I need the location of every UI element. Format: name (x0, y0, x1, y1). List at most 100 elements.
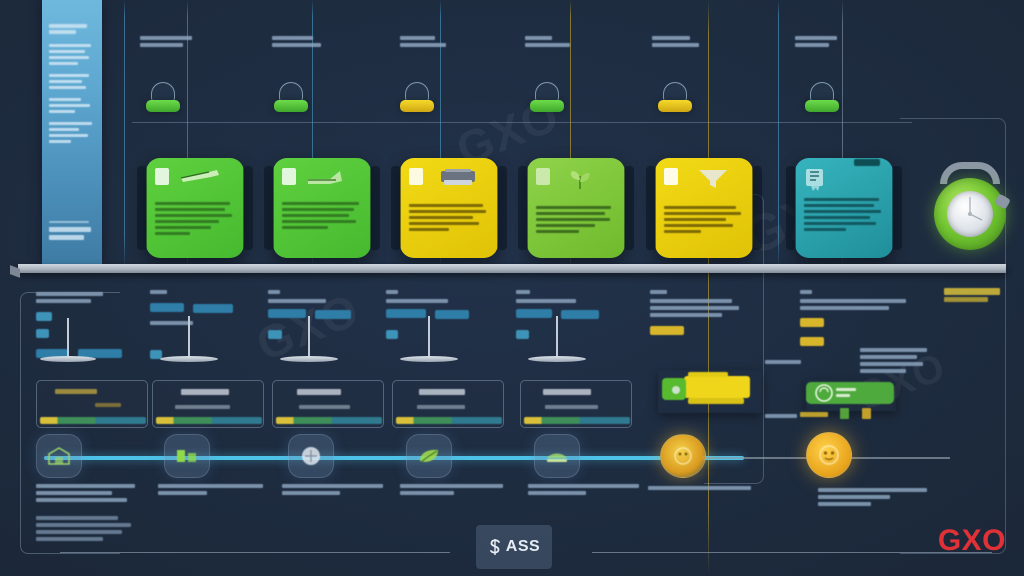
node-package[interactable] (288, 434, 334, 478)
stand-pole (67, 318, 69, 358)
card-inbound[interactable] (137, 158, 253, 258)
bottom-frame-left (60, 552, 450, 553)
card-shadow-right (243, 166, 253, 250)
status-tag (386, 308, 426, 318)
detail-group[interactable] (150, 290, 270, 364)
corner-label (944, 288, 1000, 302)
status-tag (386, 329, 398, 339)
document-icon (155, 168, 169, 185)
milestone-marker[interactable] (400, 82, 434, 112)
stand-base (160, 356, 218, 362)
warehouse-icon (37, 435, 81, 477)
status-tag (36, 349, 68, 359)
dome-icon (151, 82, 175, 101)
card-shadow-right (624, 166, 634, 250)
card-shadow-left (137, 166, 147, 250)
detail-group[interactable] (386, 290, 506, 342)
stand-pole (556, 316, 558, 358)
card-shadow-right (892, 166, 902, 250)
legend-footer (49, 221, 95, 240)
milestone-marker[interactable] (530, 82, 564, 112)
status-tag (516, 308, 552, 318)
node-caption (528, 484, 644, 498)
card-packing[interactable] (646, 158, 762, 258)
inventory-icon (165, 435, 209, 477)
status-tag (150, 350, 162, 360)
card-shadow-left (646, 166, 656, 250)
detail-group[interactable] (516, 290, 636, 342)
legend-heading (49, 24, 95, 34)
detail-group[interactable] (268, 290, 388, 342)
dome-icon (535, 82, 559, 101)
section-divider (132, 122, 832, 123)
card-receiving[interactable] (264, 158, 380, 258)
status-tag (268, 329, 282, 339)
marker-base (274, 100, 308, 112)
detail-panel[interactable] (392, 380, 504, 428)
document-icon (536, 168, 550, 185)
card-storage[interactable] (391, 158, 507, 258)
status-tag (800, 317, 824, 327)
node-customer[interactable] (806, 432, 852, 478)
card-shadow-right (752, 166, 762, 250)
conveyor-icon (535, 435, 579, 477)
progress-bar (276, 417, 382, 424)
dome-icon (810, 82, 834, 101)
column-header (400, 36, 452, 47)
legend-panel[interactable] (42, 0, 102, 266)
node-warehouse[interactable] (36, 434, 82, 478)
pencil-icon (181, 170, 220, 182)
column-header (525, 36, 577, 47)
detail-panel[interactable] (36, 380, 148, 428)
node-inventory[interactable] (164, 434, 210, 478)
column-header (652, 36, 704, 47)
stand-base (400, 356, 458, 362)
ribbon-tag (854, 159, 881, 167)
guide-rail (570, 0, 571, 268)
plant-icon (571, 171, 590, 189)
stand-base (528, 356, 586, 362)
annotation-line (800, 412, 828, 417)
stand-pole (308, 316, 310, 358)
legend-group (49, 122, 95, 143)
customer-icon (807, 433, 851, 477)
marker-base (146, 100, 180, 112)
annotation-chip (862, 408, 871, 419)
annotation-line (765, 360, 801, 364)
footer-badge[interactable]: ASS (476, 525, 552, 569)
stand-base (40, 356, 96, 362)
node-caption (36, 484, 144, 505)
card-shadow-left (518, 166, 528, 250)
card-picking[interactable] (518, 158, 634, 258)
node-conveyor[interactable] (534, 434, 580, 478)
milestone-marker[interactable] (146, 82, 180, 112)
stand-pole (188, 316, 190, 358)
detail-group[interactable] (800, 290, 920, 351)
stopwatch-gauge[interactable] (934, 162, 1011, 250)
status-tag (36, 311, 52, 321)
detail-group[interactable] (36, 292, 156, 363)
node-caption (282, 484, 394, 498)
s-glyph-icon (489, 539, 500, 555)
guide-rail (842, 0, 843, 268)
package-icon (289, 435, 333, 477)
gauge-face (947, 191, 993, 237)
detail-panel[interactable] (272, 380, 384, 428)
milestone-marker[interactable] (805, 82, 839, 112)
node-alert[interactable] (660, 434, 706, 478)
detail-group[interactable] (650, 290, 770, 340)
card-shipping[interactable] (786, 158, 902, 258)
node-leaf[interactable] (406, 434, 452, 478)
status-tag (315, 310, 352, 320)
printer-icon (441, 169, 476, 185)
milestone-marker[interactable] (658, 82, 692, 112)
document-icon (664, 168, 678, 185)
progress-bar (524, 417, 630, 424)
detail-panel[interactable] (152, 380, 264, 428)
funnel-icon (699, 170, 728, 188)
detail-panel[interactable] (520, 380, 632, 428)
card-shadow-left (391, 166, 401, 250)
milestone-marker[interactable] (274, 82, 308, 112)
status-tag (561, 310, 600, 320)
